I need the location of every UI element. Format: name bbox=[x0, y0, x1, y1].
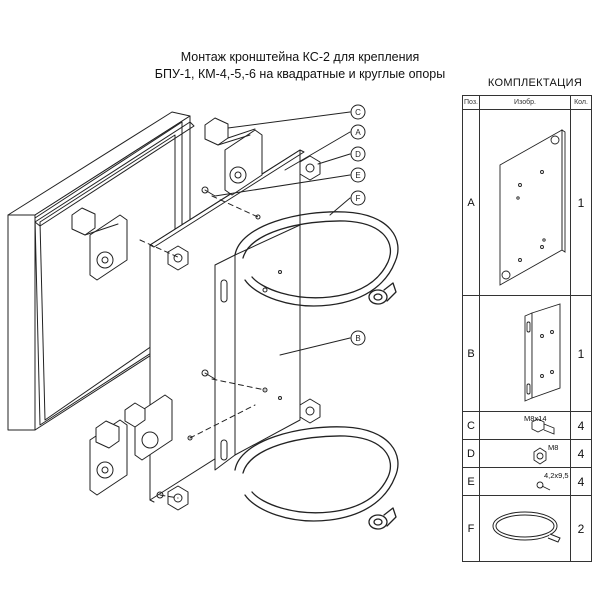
callout-d-label: D bbox=[355, 150, 361, 159]
kit-col-pos: Поз. bbox=[462, 95, 480, 110]
drawing-title-line-1: Монтаж кронштейна КС-2 для крепления bbox=[180, 50, 420, 64]
screw-e-upper bbox=[201, 186, 259, 218]
clamp-bolt-upper bbox=[368, 282, 397, 305]
callout-c-label: C bbox=[355, 108, 361, 117]
nut-d-2 bbox=[167, 245, 189, 271]
kit-row-qty: 1 bbox=[570, 109, 592, 296]
mounting-plate-icon bbox=[499, 129, 566, 286]
kit-col-qty: Кол. bbox=[570, 95, 592, 110]
kit-row-qty: 4 bbox=[570, 439, 592, 468]
kit-row-a: A 1 bbox=[462, 109, 592, 296]
kit-row-qty: 2 bbox=[570, 495, 592, 562]
screw-icon bbox=[536, 481, 551, 491]
kit-row-e: E 4,2x9,5 4 bbox=[462, 467, 592, 496]
kit-header-row: Поз. Изобр. Кол. bbox=[462, 95, 592, 110]
hex-nut-icon bbox=[533, 447, 547, 465]
kit-row-f: F 2 bbox=[462, 495, 592, 562]
kit-row-pos: B bbox=[462, 295, 480, 412]
bracket-icon bbox=[524, 303, 561, 402]
callout-a: A bbox=[284, 124, 366, 171]
kit-row-image: M8x14 bbox=[479, 411, 571, 440]
kit-row-image bbox=[479, 109, 571, 296]
callout-b: B bbox=[279, 330, 366, 356]
pole-clamp-upper bbox=[234, 211, 399, 307]
kit-row-d: D M8 4 bbox=[462, 439, 592, 468]
pole-clamp-icon bbox=[492, 511, 561, 543]
kit-row-image bbox=[479, 495, 571, 562]
kit-row-image bbox=[479, 295, 571, 412]
callout-f-label: F bbox=[356, 194, 361, 203]
callout-b-label: B bbox=[355, 334, 360, 343]
kit-row-spec: M8x14 bbox=[524, 414, 547, 423]
kit-row-spec: M8 bbox=[548, 443, 559, 452]
kit-row-pos: F bbox=[462, 495, 480, 562]
screw-e-lower bbox=[201, 369, 266, 391]
kit-row-qty: 1 bbox=[570, 295, 592, 412]
kit-row-pos: D bbox=[462, 439, 480, 468]
nut-d-1 bbox=[299, 155, 321, 181]
callout-d: D bbox=[317, 146, 366, 165]
drawing-title-line-2: БПУ-1, КМ-4,-5,-6 на квадратные и круглы… bbox=[154, 67, 446, 81]
callout-f: F bbox=[329, 190, 366, 216]
kit-row-image: 4,2x9,5 bbox=[479, 467, 571, 496]
kit-row-pos: C bbox=[462, 411, 480, 440]
housing-lug-upper-left bbox=[71, 207, 128, 281]
kit-row-image: M8 bbox=[479, 439, 571, 468]
bracket-b bbox=[214, 224, 301, 471]
housing-lug-lower-left bbox=[89, 419, 128, 496]
kit-table: Поз. Изобр. Кол. A 1 B bbox=[462, 95, 592, 562]
kit-row-pos: A bbox=[462, 109, 480, 296]
hex-bolt-icon bbox=[531, 418, 555, 435]
housing-lug-lower-right bbox=[124, 394, 173, 461]
kit-row-qty: 4 bbox=[570, 467, 592, 496]
kit-row-c: C M8x14 4 bbox=[462, 411, 592, 440]
housing-lug-upper-right bbox=[204, 117, 263, 196]
clamp-bolt-lower bbox=[368, 507, 397, 530]
callout-e: E bbox=[214, 167, 366, 197]
kit-row-qty: 4 bbox=[570, 411, 592, 440]
kit-title: КОМПЛЕКТАЦИЯ bbox=[487, 77, 583, 89]
kit-col-image: Изобр. bbox=[479, 95, 571, 110]
callout-a-label: A bbox=[355, 128, 361, 137]
kit-row-pos: E bbox=[462, 467, 480, 496]
pole-clamp-lower bbox=[234, 426, 399, 530]
callout-e-label: E bbox=[355, 171, 360, 180]
callout-c: C bbox=[227, 104, 366, 129]
kit-row-spec: 4,2x9,5 bbox=[544, 471, 569, 480]
nut-d-3 bbox=[299, 398, 321, 424]
kit-row-b: B 1 bbox=[462, 295, 592, 412]
